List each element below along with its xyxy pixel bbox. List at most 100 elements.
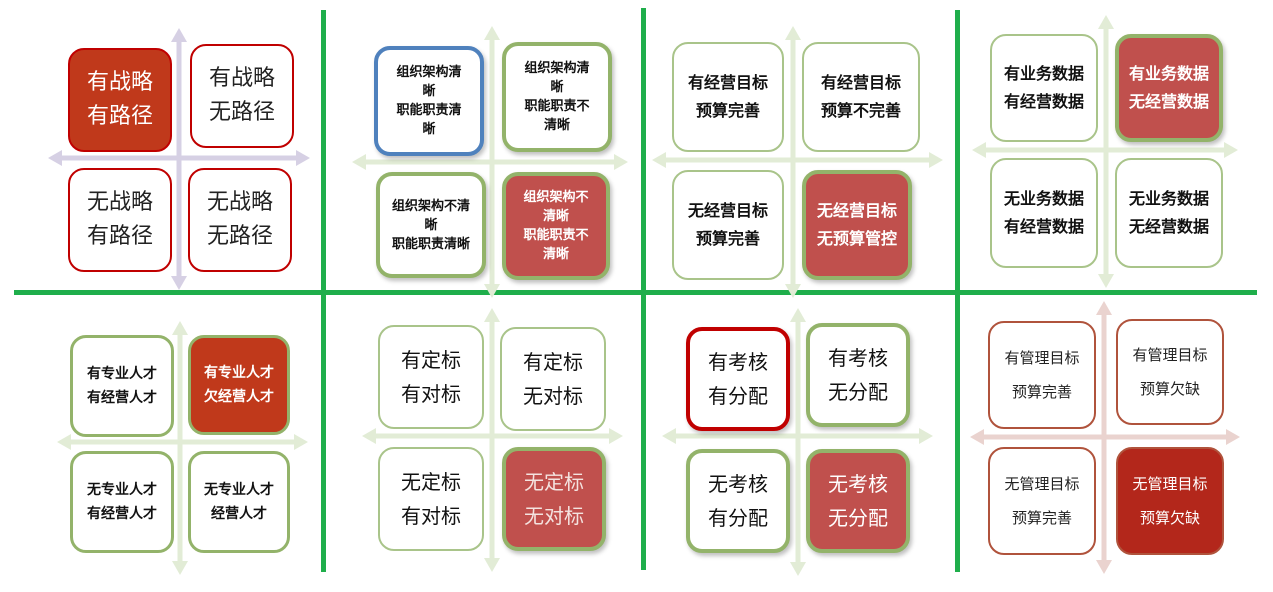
quadrant-cell-bottom-left: 无专业人才有经营人才 [70,451,174,553]
quadrant-panel-management: 有管理目标预算完善 有管理目标预算欠缺 无管理目标预算完善 无管理目标预算欠缺 [0,295,1273,592]
vertical-divider-1 [321,10,326,572]
cell-text-line: 有经营人才 [87,506,157,522]
horizontal-divider [14,290,1257,295]
cell-text-line: 无预算管控 [816,229,897,248]
cell-text-line: 无经营数据 [1128,92,1209,111]
cell-text-line: 无定标 [401,470,461,494]
quadrant-cell-top-right: 有考核无分配 [806,323,910,427]
cell-text-line: 有业务数据 [1003,64,1084,83]
cell-text-line: 无专业人才 [87,482,157,498]
axis-arrows [48,28,310,290]
cell-text-line: 有经营人才 [87,390,157,406]
cell-text-line: 无经营目标 [816,201,897,220]
cell-text-line: 无业务数据 [1003,189,1084,208]
cell-text-line: 预算欠缺 [1139,380,1200,398]
cell-text-line: 无考核 [708,472,768,496]
cell-text-line: 晰 [422,84,436,99]
quadrant-cell-bottom-right: 无战略无路径 [188,168,292,272]
cell-text-line: 有战略 [86,70,153,95]
cell-text-line: 有对标 [401,382,461,406]
cell-text-line: 组织架构清 [524,61,590,76]
cell-text-line: 无对标 [524,504,584,528]
cell-text-line: 欠经营人才 [204,389,274,405]
quadrant-panel-data: 有业务数据有经营数据 有业务数据无经营数据 无业务数据有经营数据 无业务数据无经… [0,0,1273,290]
cell-text-line: 有考核 [828,346,888,370]
cell-text-line: 无专业人才 [204,482,274,498]
cell-text-line: 晰 [550,80,564,95]
cell-text-line: 有对标 [401,504,461,528]
cell-text-line: 无路径 [208,100,275,125]
cell-text-line: 职能职责不 [524,99,590,114]
quadrant-panel-strategy: 有战略有路径 有战略无路径 无战略有路径 无战略无路径 [0,0,320,290]
cell-text-line: 有战略 [208,66,275,91]
quadrant-cell-bottom-left: 无定标有对标 [378,447,484,551]
cell-text-line: 有经营目标 [687,73,768,92]
quadrant-cell-top-left: 组织架构清晰职能职责清晰 [374,46,484,156]
cell-text-line: 无业务数据 [1128,189,1209,208]
quadrant-cell-top-right: 有战略无路径 [190,44,294,148]
quadrant-panel-assessment: 有考核有分配 有考核无分配 无考核有分配 无考核无分配 [0,295,960,592]
axis-arrows [972,15,1238,288]
cell-text-line: 有定标 [401,348,461,372]
cell-text-line: 无定标 [524,470,584,494]
cell-text-line: 有分配 [708,384,768,408]
cell-text-line: 无管理目标 [1004,475,1080,493]
quadrant-cell-top-left: 有专业人才有经营人才 [70,335,174,437]
cell-text-line: 经营人才 [211,506,267,522]
cell-text-line: 有路径 [86,224,153,249]
quadrant-panel-organization: 组织架构清晰职能职责清晰 组织架构清晰职能职责不清晰 组织架构不清晰职能职责清晰… [0,0,640,298]
cell-text-line: 无分配 [828,506,888,530]
cell-text-line: 组织架构不 [523,190,589,205]
quadrant-cell-bottom-right: 无专业人才经营人才 [188,451,290,553]
cell-text-line: 无考核 [828,472,888,496]
cell-text-line: 有考核 [708,350,768,374]
cell-text-line: 职能职责不 [523,228,589,243]
cell-text-line: 职能职责清晰 [391,236,470,252]
vertical-divider-2 [641,8,646,570]
quadrant-panel-operation: 有经营目标预算完善 有经营目标预算不完善 无经营目标预算完善 无经营目标无预算管… [0,0,960,298]
quadrant-cell-top-right: 有经营目标预算不完善 [802,42,920,152]
quadrant-cell-top-right: 有专业人才欠经营人才 [188,335,290,435]
cell-text-line: 预算完善 [1011,509,1072,527]
cell-text-line: 无管理目标 [1132,475,1208,493]
cell-text-line: 组织架构清 [396,65,462,80]
cell-text-line: 有路径 [86,104,153,129]
cell-text-line: 清晰 [542,209,569,224]
cell-text-line: 有经营目标 [820,73,901,92]
quadrant-cell-bottom-right: 无考核无分配 [806,449,910,553]
quadrant-cell-top-left: 有战略有路径 [68,48,172,152]
quadrant-cell-top-left: 有考核有分配 [686,327,790,431]
quadrant-cell-top-right: 有管理目标预算欠缺 [1116,319,1224,425]
quadrant-cell-top-right: 有业务数据无经营数据 [1115,34,1223,142]
cell-text-line: 无对标 [523,384,583,408]
cell-text-line: 无路径 [206,224,273,249]
vertical-divider-3 [955,10,960,572]
cell-text-line: 职能职责清 [396,103,462,118]
cell-text-line: 无经营目标 [687,201,768,220]
cell-text-line: 组织架构不清 [391,198,470,214]
axis-arrows [652,26,943,298]
quadrant-cell-bottom-left: 无考核有分配 [686,449,790,553]
cell-text-line: 有专业人才 [204,365,274,381]
quadrant-cell-bottom-left: 无管理目标预算完善 [988,447,1096,555]
quadrant-cell-bottom-left: 无业务数据有经营数据 [990,158,1098,268]
quadrant-cell-bottom-left: 无战略有路径 [68,168,172,272]
cell-text-line: 预算完善 [695,229,760,248]
quadrant-cell-top-left: 有定标有对标 [378,325,484,429]
cell-text-line: 晰 [422,122,436,137]
cell-text-line: 无战略 [86,190,153,215]
axis-arrows [362,308,623,572]
quadrant-cell-top-left: 有经营目标预算完善 [672,42,784,152]
cell-text-line: 预算完善 [1011,383,1072,401]
quadrant-cell-top-right: 组织架构清晰职能职责不清晰 [502,42,612,152]
quadrant-cell-bottom-left: 组织架构不清晰职能职责清晰 [376,172,486,278]
cell-text-line: 有管理目标 [1132,346,1208,364]
cell-text-line: 有业务数据 [1128,64,1209,83]
cell-text-line: 预算完善 [695,101,760,120]
cell-text-line: 有专业人才 [87,366,157,382]
cell-text-line: 清晰 [542,247,569,262]
cell-text-line: 无战略 [206,190,273,215]
cell-text-line: 有定标 [523,350,583,374]
cell-text-line: 晰 [424,217,438,233]
quadrant-cell-top-left: 有业务数据有经营数据 [990,34,1098,142]
